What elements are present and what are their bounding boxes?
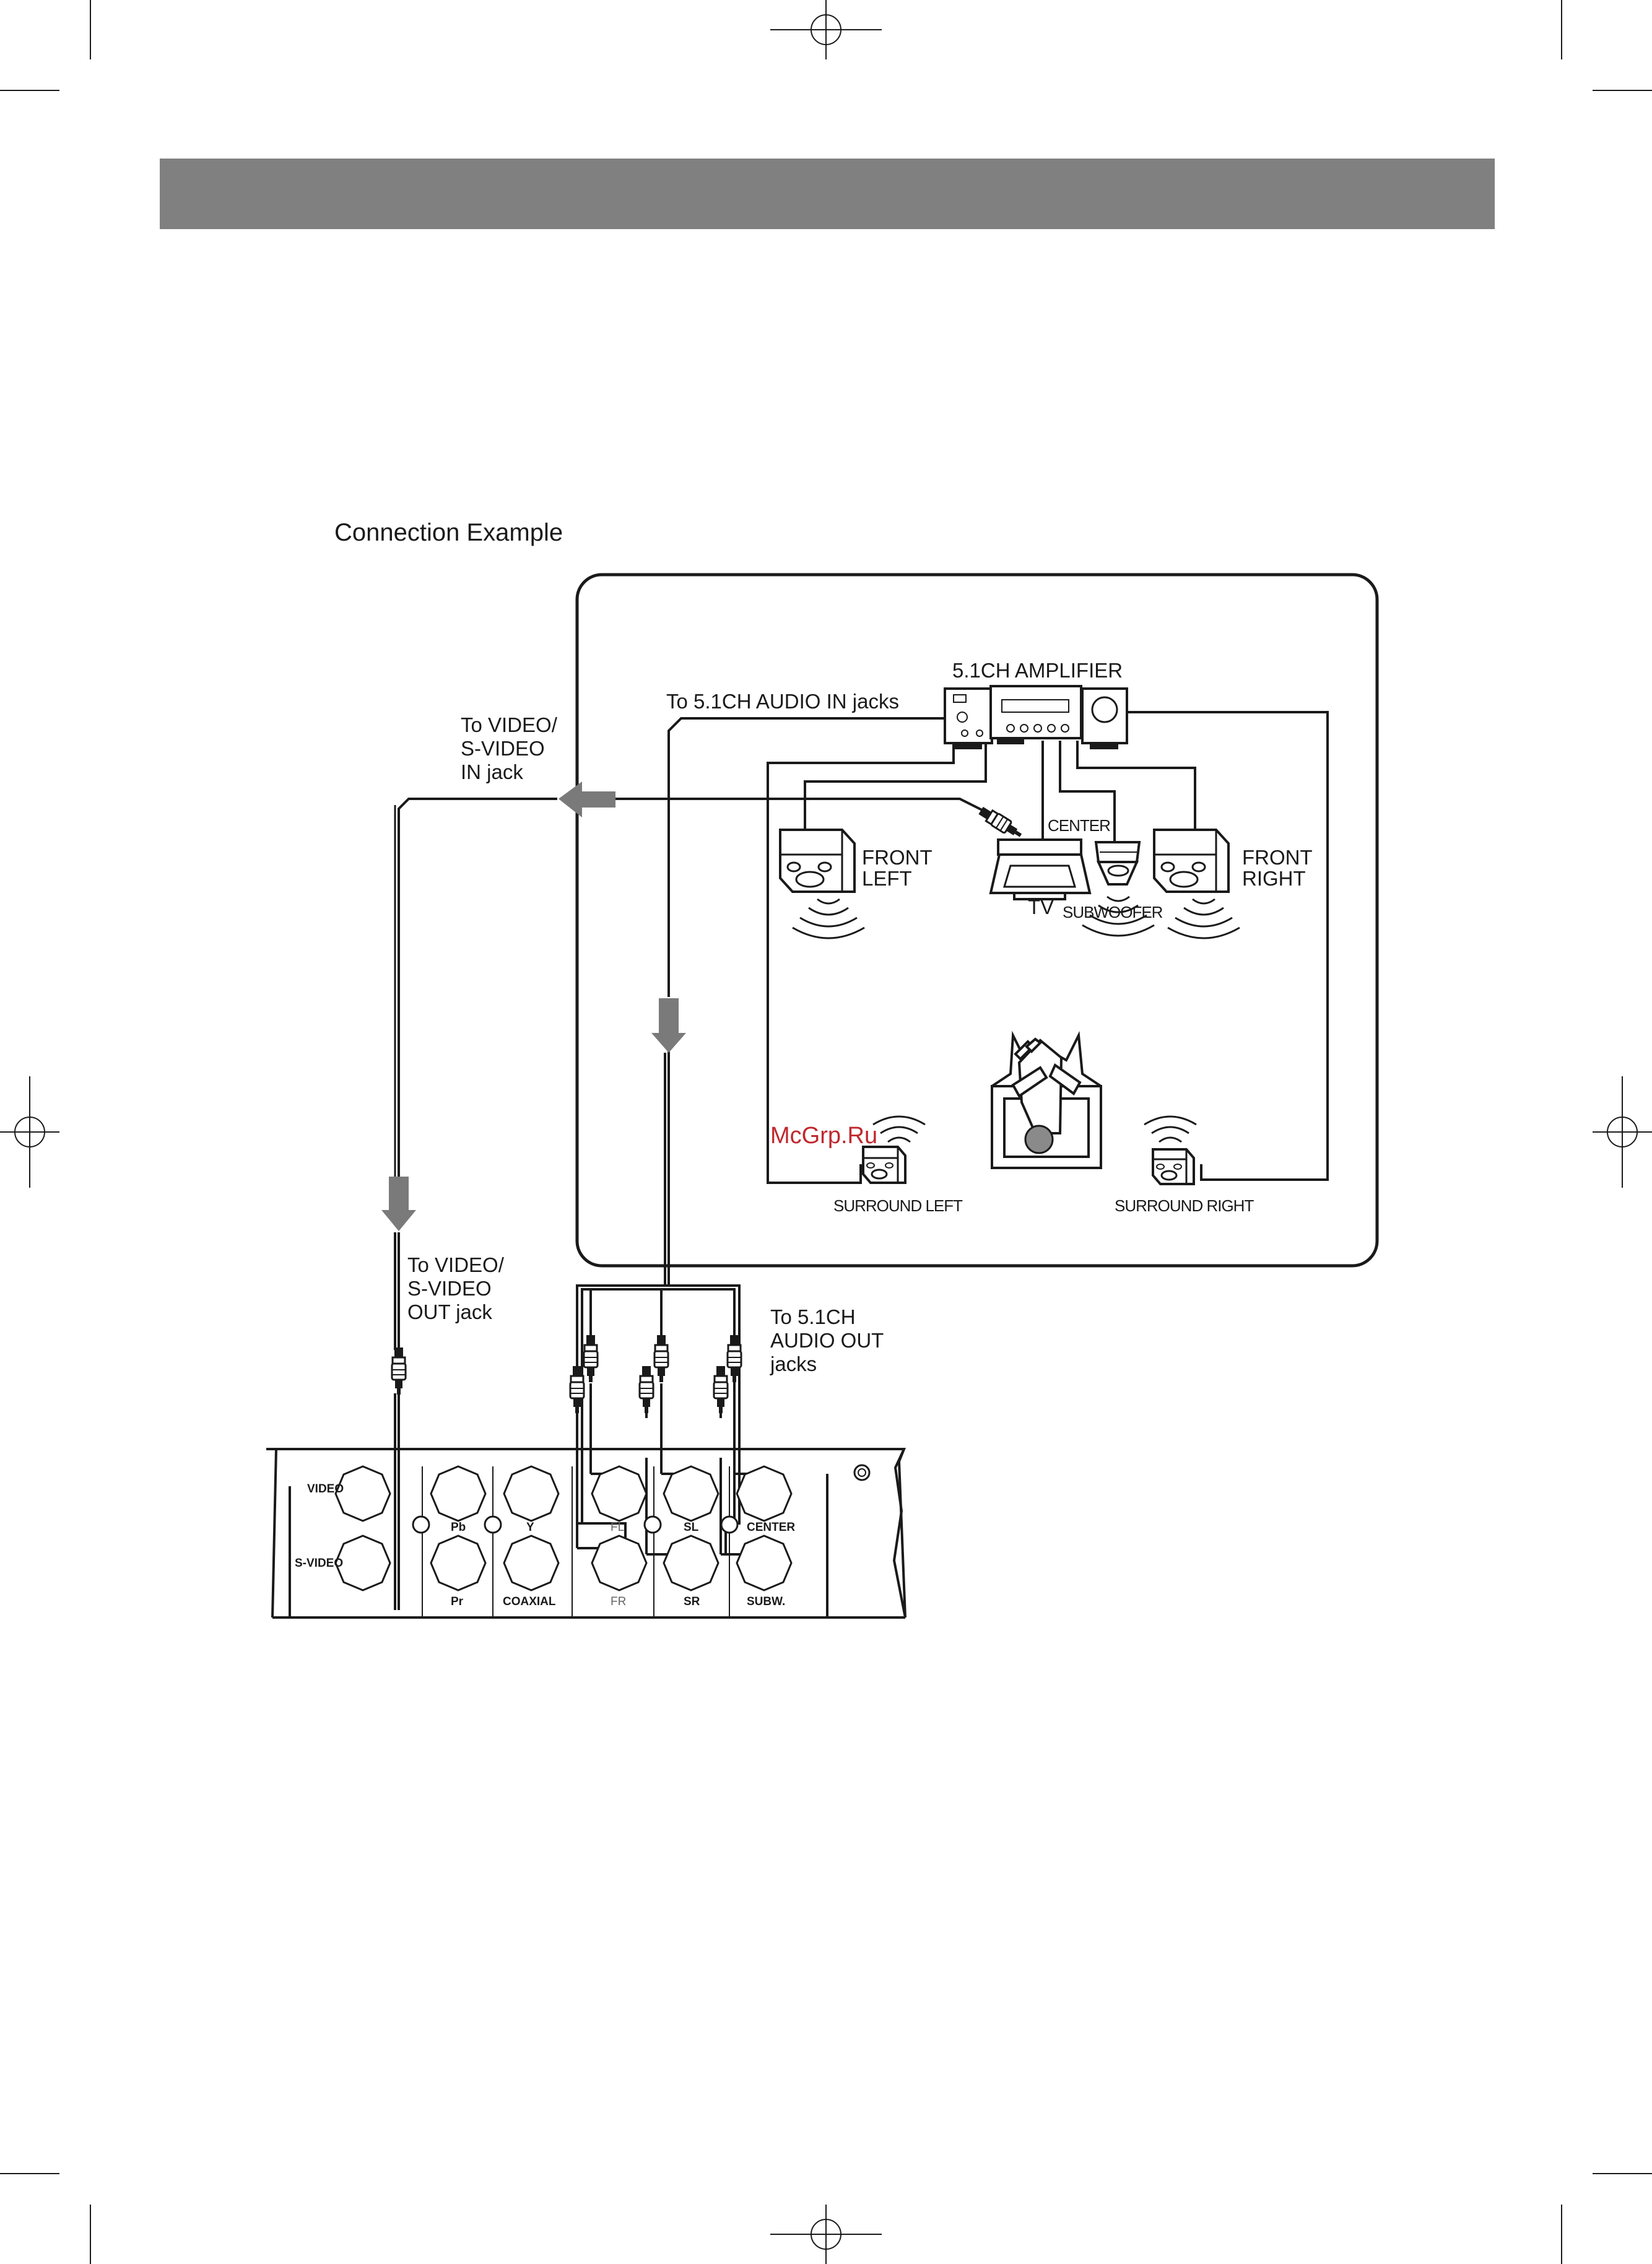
- panel-coaxial-label: COAXIAL: [503, 1595, 556, 1608]
- panel-video-label: VIDEO: [307, 1482, 344, 1496]
- panel-pb-label: Pb: [451, 1521, 466, 1534]
- surround-right-label: SURROUND RIGHT: [1115, 1196, 1254, 1215]
- watermark: McGrp.Ru: [770, 1123, 877, 1149]
- panel-pr-label: Pr: [451, 1595, 464, 1608]
- front-left-speaker-icon: [780, 830, 854, 892]
- amplifier-label: 5.1CH AMPLIFIER: [952, 659, 1123, 682]
- video-out-label: To VIDEO/ S-VIDEO OUT jack: [407, 1253, 510, 1323]
- surround-right-speaker-icon: [1153, 1149, 1194, 1184]
- panel-subw-label: SUBW.: [747, 1595, 785, 1608]
- panel-center-label: CENTER: [747, 1521, 795, 1534]
- subwoofer-label: SUBWOOFER: [1063, 903, 1163, 921]
- surround-left-speaker-icon: [863, 1147, 905, 1183]
- center-speaker-icon: [1096, 842, 1139, 884]
- audio-out-plugs: [570, 1335, 741, 1413]
- front-right-wave-icon: [1168, 899, 1240, 938]
- arrow-audio-out: [651, 998, 686, 1053]
- front-right-speaker-icon: [1154, 830, 1228, 892]
- surround-right-wave-icon: [1144, 1117, 1196, 1142]
- tv-icon: [991, 840, 1090, 899]
- surround-left-wave-icon: [873, 1117, 925, 1142]
- audio-in-label: To 5.1CH AUDIO IN jacks: [666, 690, 899, 713]
- video-in-label: To VIDEO/ S-VIDEO IN jack: [461, 713, 563, 783]
- video-out-plug: [392, 1348, 406, 1395]
- amplifier-icon: [945, 686, 1127, 748]
- header-band: [160, 159, 1495, 229]
- front-left-label: FRONT LEFT: [862, 846, 937, 890]
- section-title: Connection Example: [334, 519, 563, 546]
- panel-fl-label: FL: [611, 1521, 624, 1534]
- arrow-video-out: [381, 1177, 416, 1231]
- panel-fr-label: FR: [611, 1595, 626, 1608]
- tv-video-plug-icon: [977, 804, 1024, 841]
- listener-icon: [992, 1035, 1101, 1168]
- surround-left-label: SURROUND LEFT: [833, 1196, 963, 1215]
- audio-out-label: To 5.1CH AUDIO OUT jacks: [770, 1305, 889, 1375]
- panel-y-label: Y: [526, 1521, 534, 1534]
- front-left-wave-icon: [793, 899, 864, 938]
- panel-svideo-label: S-VIDEO: [295, 1557, 343, 1570]
- panel-sl-label: SL: [684, 1521, 699, 1534]
- tv-label: TV: [1028, 895, 1054, 918]
- arrow-video-in: [559, 782, 615, 817]
- jack-cables: [395, 1393, 399, 1610]
- panel-sr-label: SR: [684, 1595, 700, 1608]
- center-label: CENTER: [1048, 816, 1110, 835]
- front-right-label: FRONT RIGHT: [1242, 846, 1318, 890]
